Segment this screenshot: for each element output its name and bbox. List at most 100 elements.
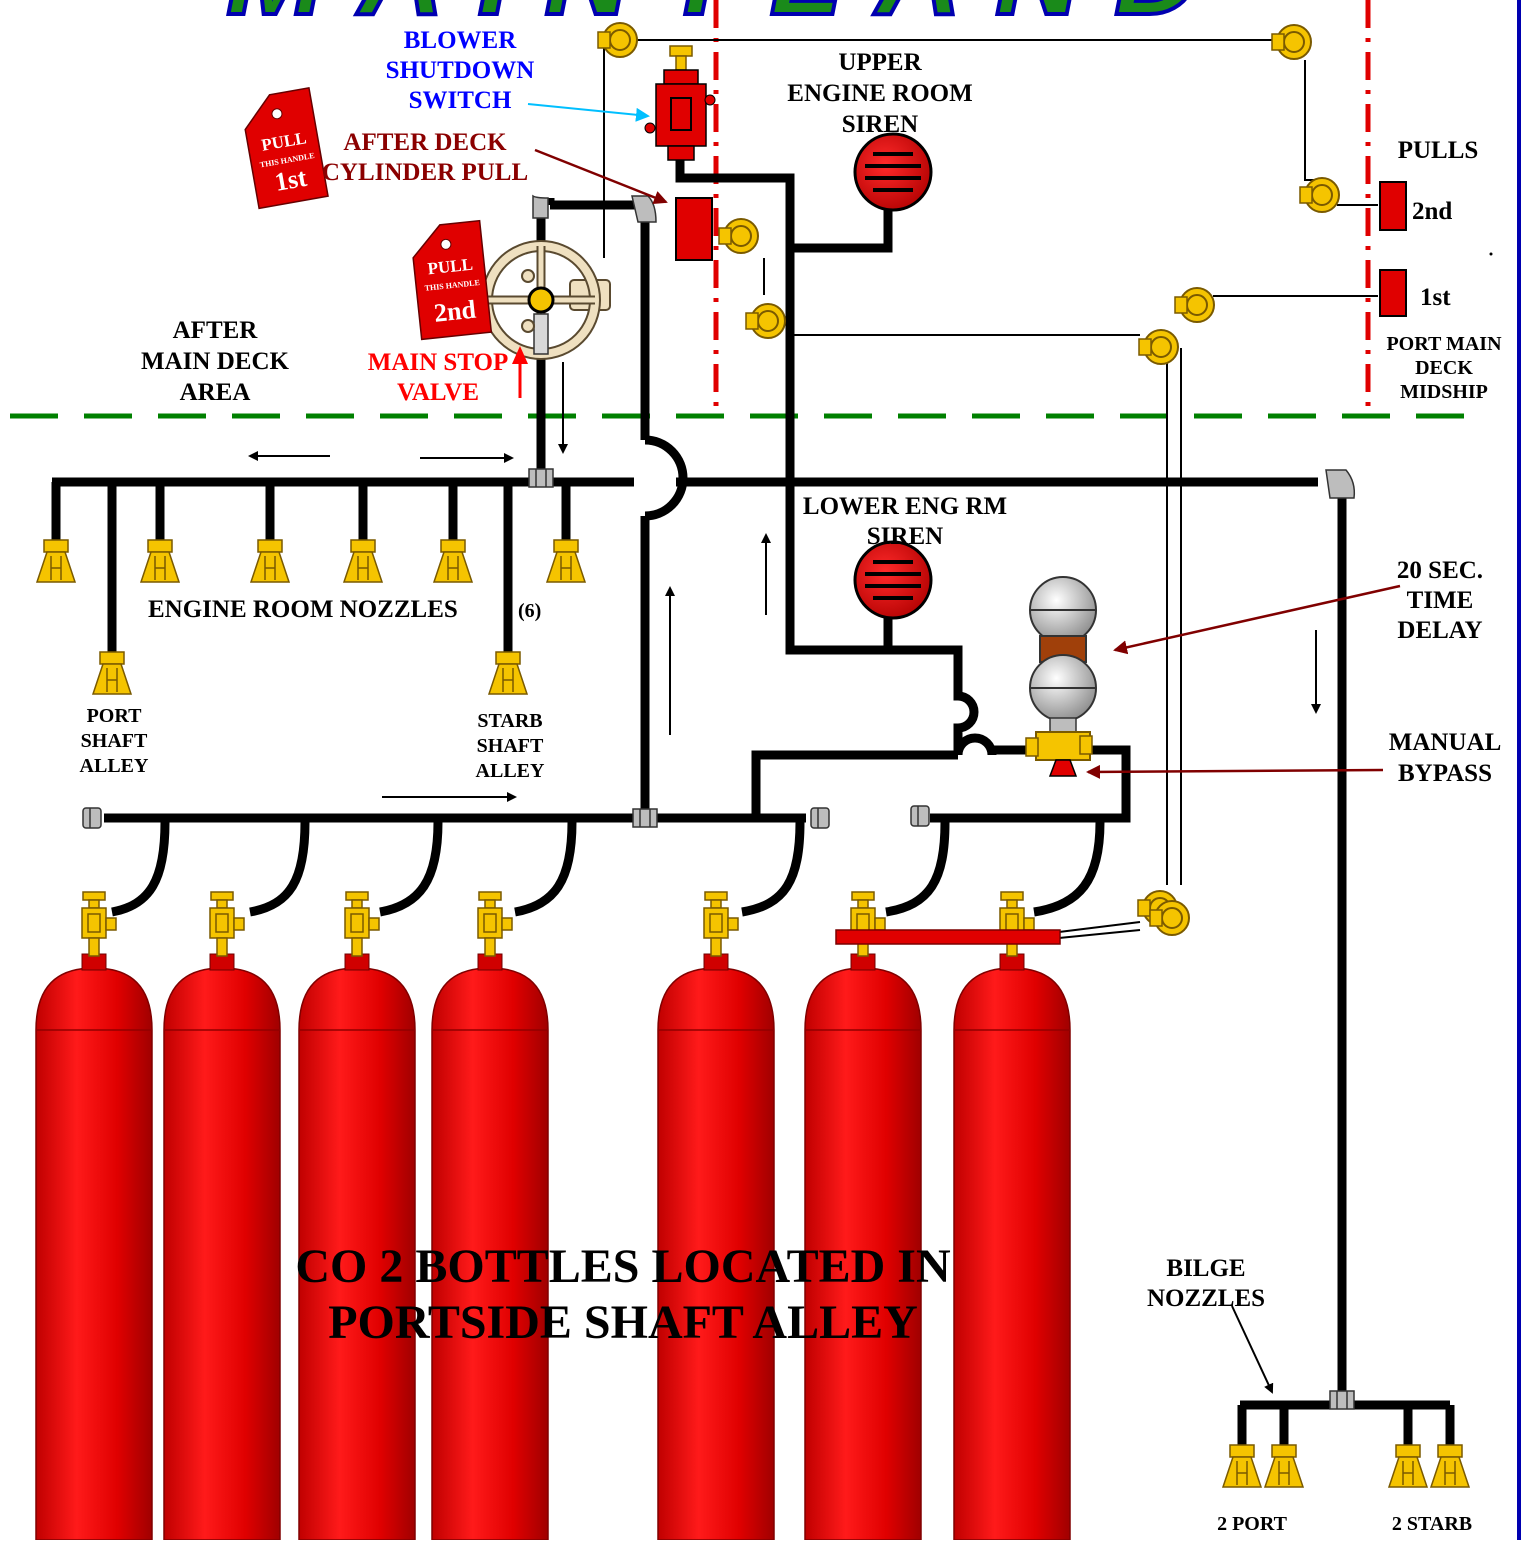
manifold-tee-fitting [632,808,658,828]
time-delay-label-line: TIME [1407,587,1474,614]
cylinder-valve-icon [209,891,245,957]
port-shaft-alley-label-line: PORT [87,705,143,727]
after-deck-pull-label-line: AFTER DECK [343,129,507,156]
co2-cylinder [35,891,153,1541]
manual-bypass-label-line: MANUAL [1389,729,1502,756]
cylinder-valve-icon [703,891,739,957]
manual-bypass-valve[interactable] [1025,731,1093,777]
co2-bottles-label: CO 2 BOTTLES LOCATED IN PORTSIDE SHAFT A… [295,1240,951,1349]
bilge-nozzle-icon [1264,1444,1304,1488]
time-delay-label: 20 SEC. TIME DELAY [1397,557,1483,644]
co2-cylinders [35,891,1071,1541]
header-elbow-fitting [1325,469,1356,499]
dot-mark [1489,252,1493,256]
port-main-deck-label-line: MIDSHIP [1400,381,1488,403]
after-main-deck-label-line: AFTER [173,317,259,344]
blower-callout-arrow [527,103,650,122]
flow-arrows [248,362,1321,802]
time-delay-label-line: DELAY [1397,617,1482,644]
pulley-icon [745,303,786,339]
engine-room-nozzle-icon [433,539,473,583]
port-shaft-alley-label: PORT SHAFT ALLEY [80,705,149,777]
nozzle-count-label: (6) [518,600,541,622]
lower-siren-label-line: LOWER ENG RM [803,493,1007,520]
co2-cylinder [163,891,281,1541]
tag-pull-text: PULL [427,255,474,279]
blower-label-line: BLOWER [404,27,517,54]
after-deck-pull-label-line: CYLINDER PULL [322,159,528,186]
co2-bottles-label-line: CO 2 BOTTLES LOCATED IN [295,1240,951,1293]
pulley-icon [1174,287,1215,323]
engine-room-nozzle-icon [36,539,76,583]
port-main-deck-label: PORT MAIN DECK MIDSHIP [1386,333,1502,403]
manifold-end-cap-left [82,807,102,829]
two-starb-label: 2 STARB [1392,1513,1472,1535]
after-main-deck-label: AFTER MAIN DECK AREA [141,317,289,406]
co2-cylinder [657,891,775,1541]
pull-tag-1st[interactable]: PULL THIS HANDLE 1st [240,86,329,210]
blower-label-line: SWITCH [409,87,512,114]
manifold-end-cap-right [810,807,830,829]
starb-shaft-alley-label-line: ALLEY [476,760,545,782]
pull-box-1st[interactable] [1379,269,1407,317]
engine-room-nozzle-icon [343,539,383,583]
lower-engine-room-siren-icon [853,540,933,620]
pulley-icon [1271,24,1312,60]
bilge-nozzles-label: BILGE NOZZLES [1147,1255,1265,1312]
engine-room-nozzles-label: ENGINE ROOM NOZZLES [148,596,458,623]
after-deck-pull-callout-arrow [534,148,668,205]
blower-label-line: SHUTDOWN [386,57,535,84]
pull-tag-2nd[interactable]: PULL THIS HANDLE 2nd [410,219,493,341]
engine-room-nozzle-icon [140,539,180,583]
bypass-callout-arrow [1086,764,1384,779]
port-shaft-alley-label-line: SHAFT [81,730,148,752]
port-shaft-alley-nozzle-icon [92,651,132,695]
bilge-tee-fitting [1329,1390,1355,1410]
cylinder-valve-icon [477,891,513,957]
pull-2nd-label: 2nd [1412,198,1452,225]
pilot-actuator-bar [835,929,1061,945]
port-main-deck-label-line: PORT MAIN [1386,333,1502,355]
co2-cylinder [953,891,1071,1541]
cylinder-valve-icon [999,891,1035,957]
manual-bypass-label-line: BYPASS [1398,760,1492,787]
main-stop-valve-handwheel[interactable] [481,240,611,360]
tag-order-text: 2nd [433,295,478,328]
lower-siren-label: LOWER ENG RM SIREN [803,493,1007,550]
blower-shutdown-switch[interactable] [644,45,716,161]
pulls-label: PULLS [1398,137,1479,164]
cylinder-valve-icon [81,891,117,957]
valve-elbow-right [631,195,657,223]
time-delay-unit [1029,576,1097,733]
header-tee-fitting [528,468,554,488]
port-shaft-alley-label-line: ALLEY [80,755,149,777]
after-deck-pull-label: AFTER DECK CYLINDER PULL [322,129,528,186]
blower-label: BLOWER SHUTDOWN SWITCH [386,27,535,114]
two-port-label: 2 PORT [1217,1513,1288,1535]
main-stop-valve-label-line: MAIN STOP [368,349,509,376]
starb-shaft-alley-label: STARB SHAFT ALLEY [476,710,545,782]
after-main-deck-label-line: AREA [180,379,251,406]
after-deck-cylinder-pull-box[interactable] [675,197,713,261]
pilot-manifold-end-cap [910,805,930,827]
cylinder-valve-icon [344,891,380,957]
after-main-deck-label-line: MAIN DECK [141,348,289,375]
upper-engine-room-siren-icon [853,132,933,212]
starb-shaft-alley-label-line: SHAFT [477,735,544,757]
time-delay-callout-arrow [1113,584,1401,655]
engine-room-nozzle-icon [546,539,586,583]
pulley-icon [718,218,759,254]
pull-1st-label: 1st [1420,284,1451,311]
time-delay-label-line: 20 SEC. [1397,557,1483,584]
cylinder-valve-icon [850,891,886,957]
co2-bottles-label-line: PORTSIDE SHAFT ALLEY [328,1296,918,1349]
upper-siren-label-line: UPPER [838,49,922,76]
tag-order-text: 1st [272,163,309,197]
bilge-nozzle-icon [1222,1444,1262,1488]
pulley-icon [1299,177,1340,213]
pull-box-2nd[interactable] [1379,181,1407,231]
starb-shaft-alley-label-line: STARB [477,710,542,732]
upper-siren-label: UPPER ENGINE ROOM SIREN [787,49,972,138]
upper-siren-label-line: SIREN [842,111,918,138]
